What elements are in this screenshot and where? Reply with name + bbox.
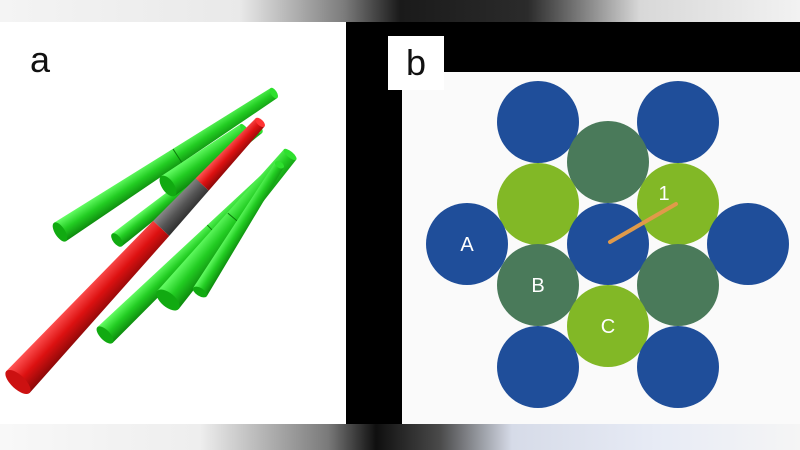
blue-circle-A — [426, 203, 508, 285]
panel-a-label: a — [30, 39, 51, 80]
blue-circle — [637, 326, 719, 408]
light-green-circle-C — [567, 285, 649, 367]
blue-circle — [497, 326, 579, 408]
dark-green-circle — [567, 121, 649, 203]
blue-circle — [707, 203, 789, 285]
green-rod — [52, 87, 278, 242]
dark-green-circle-B — [497, 244, 579, 326]
bottom-blur-strip — [0, 424, 800, 450]
blue-circle-center — [567, 203, 649, 285]
dark-green-circle — [637, 244, 719, 326]
blue-circle — [497, 81, 579, 163]
panel-b-label: b — [405, 42, 427, 83]
red-rod — [5, 117, 265, 395]
pointer-line — [608, 202, 678, 244]
circle-label-C: C — [601, 316, 615, 338]
close-packing-diagram: A B C 1 — [426, 81, 789, 408]
circle-label-A: A — [460, 234, 474, 256]
circle-label-B: B — [531, 275, 544, 297]
panel-b-label-box: b — [388, 36, 444, 90]
rod-bundle — [5, 87, 297, 395]
light-green-circle — [497, 163, 579, 245]
circle-label-1: 1 — [658, 183, 669, 205]
green-rod — [192, 161, 285, 298]
top-blur-strip — [0, 0, 800, 22]
blue-circle — [637, 81, 719, 163]
